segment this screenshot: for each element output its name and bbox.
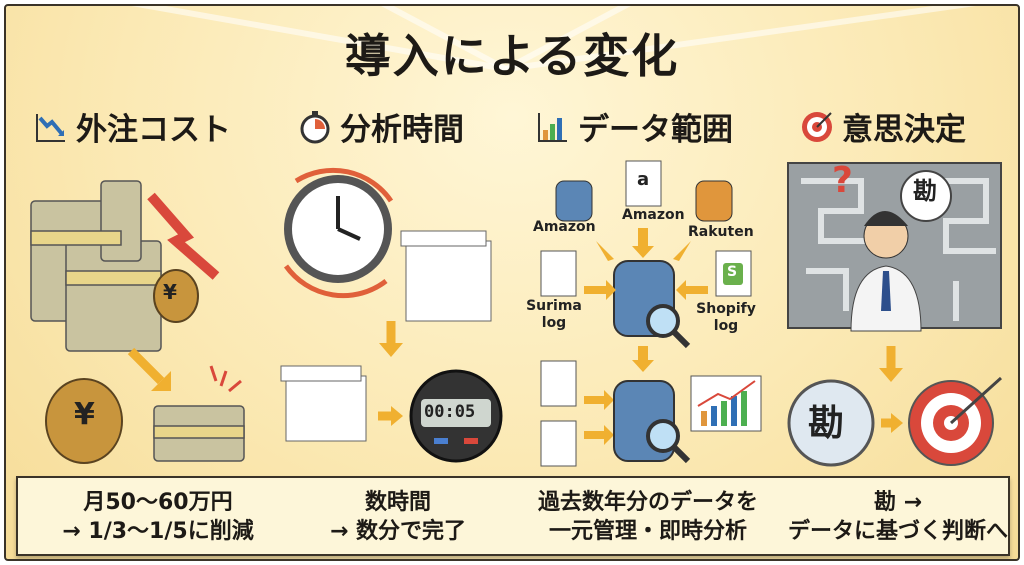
money-bag-small bbox=[153, 269, 199, 323]
stopwatch-icon bbox=[300, 110, 330, 143]
summary-box: 月50〜60万円→ 1/3〜1/5に削減 数時間→ 数分で完了 過去数年分のデー… bbox=[16, 476, 1010, 556]
source-label-shopify: Shopify log bbox=[696, 301, 756, 334]
red-down-arrow bbox=[147, 192, 220, 280]
db-amazon bbox=[555, 180, 593, 222]
doc-text bbox=[540, 420, 577, 467]
dart bbox=[949, 376, 1003, 425]
source-label-surima: Surima log bbox=[526, 298, 582, 331]
cost-illustration bbox=[30, 180, 245, 464]
summary-cost: 月50〜60万円→ 1/3〜1/5に削減 bbox=[62, 490, 254, 544]
heading-decision: 意思決定 bbox=[800, 104, 966, 149]
money-stacks bbox=[30, 180, 162, 352]
data-illustration bbox=[540, 160, 762, 467]
magnifier-icon bbox=[646, 304, 680, 338]
source-label-amazon-doc: Amazon bbox=[622, 207, 685, 223]
target-icon bbox=[802, 111, 832, 142]
doc-chart bbox=[540, 360, 577, 407]
arrow-down bbox=[879, 368, 903, 382]
doc-surima bbox=[540, 250, 577, 297]
arrow-down bbox=[379, 343, 403, 357]
money-bag-large bbox=[45, 378, 123, 464]
heading-cost: 外注コスト bbox=[34, 104, 231, 149]
intuition-text: 勘 bbox=[808, 403, 845, 444]
intuition-circle bbox=[787, 379, 875, 467]
speech-bubble bbox=[900, 170, 952, 222]
page-title: 導入による変化 bbox=[344, 29, 680, 83]
yen-symbol-small: ¥ bbox=[163, 280, 177, 304]
db-rakuten bbox=[695, 180, 733, 222]
question-mark: ? bbox=[832, 160, 853, 201]
shopify-logo: S bbox=[727, 264, 738, 280]
intuition-bubble-text: 勘 bbox=[913, 177, 937, 205]
summary-data: 過去数年分のデータを一元管理・即時分析 bbox=[537, 490, 758, 544]
heading-data: データ範囲 bbox=[536, 104, 733, 149]
paper-stack-small bbox=[280, 365, 367, 442]
yen-symbol-large: ¥ bbox=[74, 397, 95, 432]
time-illustration bbox=[280, 167, 503, 463]
summary-time: 数時間→ 数分で完了 bbox=[329, 490, 467, 544]
doc-amazon bbox=[625, 160, 662, 207]
infographic: 導入による変化 外注コスト 分析時間 データ範囲 意思決定 ¥ ¥ 00:05 bbox=[4, 4, 1020, 561]
arrow-down-right bbox=[127, 347, 165, 385]
magnifier-icon bbox=[646, 419, 680, 453]
small-money-stack bbox=[153, 405, 245, 462]
bar-chart-icon bbox=[538, 112, 567, 142]
source-label-rakuten: Rakuten bbox=[688, 224, 754, 240]
paper-stack-large bbox=[400, 230, 492, 322]
amazon-logo: a bbox=[637, 169, 650, 190]
summary-decision: 勘 →データに基づく判断へ bbox=[787, 490, 1008, 544]
chart-down-icon bbox=[36, 113, 65, 142]
heading-time: 分析時間 bbox=[298, 104, 464, 149]
decision-illustration bbox=[787, 162, 1003, 467]
source-label-amazon-db: Amazon bbox=[533, 219, 596, 235]
timer-display: 00:05 bbox=[424, 402, 476, 422]
